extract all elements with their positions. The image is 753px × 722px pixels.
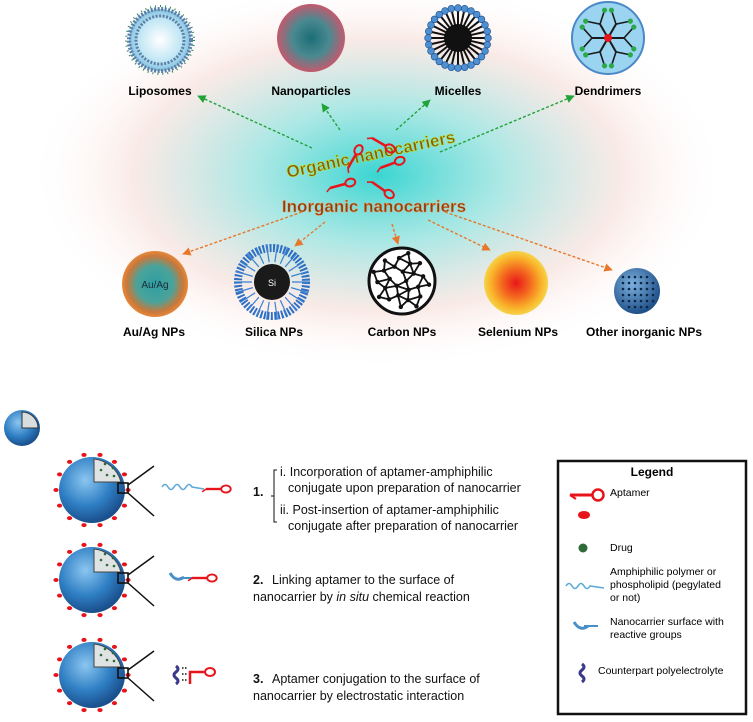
nanocarrier-row-1 [53, 452, 155, 528]
generic-nanocarrier-icon [4, 410, 40, 446]
method-1-i-line1: i. Incorporation of aptamer-amphiphilic [280, 465, 493, 479]
arrow-to-liposomes [197, 95, 313, 149]
carbon-icon [367, 246, 437, 316]
center-aptamers [326, 136, 406, 200]
auag-icon [122, 251, 188, 317]
legend-drug-label: Drug [610, 542, 633, 554]
method-1-number: 1. [253, 485, 263, 499]
row3-electrostatic-aptamer [172, 664, 216, 686]
legend-surface-line1: Nanocarrier surface with [610, 616, 724, 628]
micelle-icon [424, 4, 492, 72]
legend-surface-line2: reactive groups [610, 629, 682, 641]
selenium-icon [484, 251, 548, 315]
method-3-number: 3. [253, 672, 263, 686]
row2-surface-aptamer [168, 572, 218, 583]
selenium-label: Selenium NPs [478, 325, 558, 339]
nanoparticles-label: Nanoparticles [271, 84, 351, 98]
method-texts: 1. i. Incorporation of aptamer-amphiphil… [253, 465, 521, 703]
silica-label: Silica NPs [245, 325, 303, 339]
arrow-to-other [444, 211, 613, 272]
legend-aptamer-small-icon [578, 511, 590, 519]
legend-amph-line2: phospholipid (pegylated [610, 579, 721, 591]
carbon-label: Carbon NPs [368, 325, 437, 339]
liposome-icon [125, 5, 195, 75]
method-2-number: 2. [253, 573, 263, 587]
other-inorganic-icon [614, 268, 660, 314]
method-2-line2: nanocarrier by in situ chemical reaction [253, 590, 470, 604]
method-3-line2: nanocarrier by electrostatic interaction [253, 689, 464, 703]
legend-aptamer-label: Aptamer [610, 487, 650, 499]
arrow-to-micelles [395, 99, 431, 131]
method-3-line1: Aptamer conjugation to the surface of [272, 672, 480, 686]
inorganic-arrows [182, 211, 613, 272]
legend-counterpart-icon [578, 662, 586, 684]
method-1-ii-line2: conjugate after preparation of nanocarri… [288, 519, 518, 533]
method-1-ii-line1: ii. Post-insertion of aptamer-amphiphili… [280, 503, 499, 517]
arrow-to-dendrimers [439, 95, 575, 153]
micelles-label: Micelles [435, 84, 482, 98]
liposomes-label: Liposomes [128, 84, 192, 98]
auag-core-label: Au/Ag [141, 280, 168, 291]
auag-label: Au/Ag NPs [123, 325, 185, 339]
legend-title: Legend [631, 465, 674, 479]
inorganic-nanocarriers-label: Inorganic nanocarriers [282, 197, 466, 216]
method-2-line1: Linking aptamer to the surface of [272, 573, 455, 587]
method-1-i-line2: conjugate upon preparation of nanocarrie… [288, 481, 521, 495]
silica-icon [234, 244, 310, 320]
legend-surface-icon [572, 621, 598, 630]
legend-amph-line1: Amphiphilic polymer or [610, 566, 717, 578]
legend-amphiphilic-icon [565, 582, 605, 590]
legend-counterpart-label: Counterpart polyelectrolyte [598, 665, 724, 677]
legend-drug-icon [578, 543, 588, 553]
arrow-to-carbon [391, 223, 400, 245]
other-inorganic-label: Other inorganic NPs [586, 325, 702, 339]
legend-box: Legend Aptamer Drug Amphiphilic polymer … [556, 459, 748, 716]
organic-arrows [197, 95, 575, 153]
arrow-to-silica [294, 221, 326, 247]
arrow-to-auag [182, 211, 303, 256]
arrow-to-nanoparticles [321, 103, 341, 131]
nanocarrier-row-2 [53, 542, 155, 618]
legend-amph-line3: or not) [610, 592, 640, 604]
silica-core-label: Si [268, 278, 276, 288]
legend-aptamer-icon [569, 488, 605, 502]
dendrimers-label: Dendrimers [575, 84, 642, 98]
arrow-to-selenium [427, 219, 491, 251]
row1-amphiphilic-aptamer [161, 483, 232, 494]
dendrimer-icon [571, 1, 645, 75]
nanoparticle-icon [277, 4, 345, 72]
method-1-bracket [271, 469, 277, 523]
nanocarrier-row-3 [53, 637, 155, 713]
